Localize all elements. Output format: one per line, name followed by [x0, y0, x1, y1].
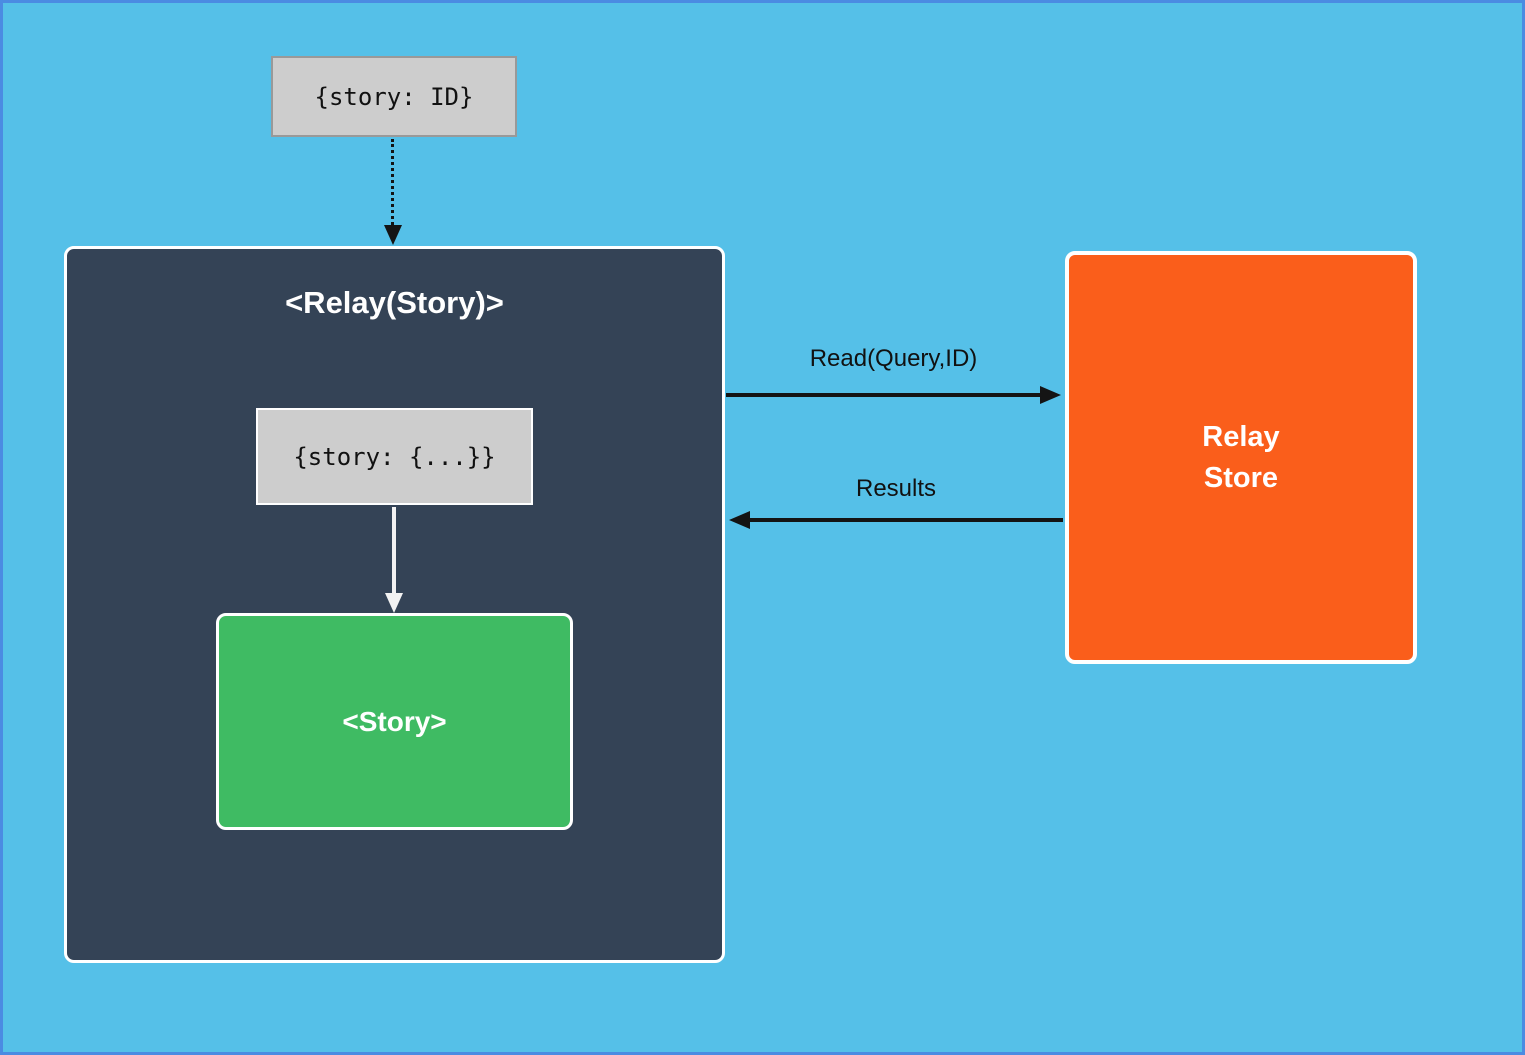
- arrow-right-icon: [1040, 386, 1061, 404]
- read-query-arrow-line: [726, 393, 1042, 397]
- story-component-node: <Story>: [216, 613, 573, 830]
- relay-store-node: Relay Store: [1065, 251, 1417, 664]
- arrow-down-icon: [385, 593, 403, 613]
- relay-store-label: Relay Store: [1202, 420, 1280, 494]
- story-id-node: {story: ID}: [271, 56, 517, 137]
- arrow-left-icon: [729, 511, 750, 529]
- story-component-label: <Story>: [342, 705, 447, 737]
- story-props-node: {story: {...}}: [256, 408, 533, 505]
- relay-story-container: <Relay(Story)> {story: {...}} <Story>: [64, 246, 725, 963]
- story-id-label: {story: ID}: [314, 82, 474, 111]
- story-props-label: {story: {...}}: [293, 442, 496, 471]
- props-to-story-arrow-line: [392, 507, 396, 593]
- arrow-down-icon: [384, 225, 402, 245]
- id-to-relay-arrow-line: [391, 139, 394, 225]
- relay-story-title: <Relay(Story)>: [285, 285, 504, 320]
- read-query-edge-label: Read(Query,ID): [809, 345, 978, 372]
- results-edge-label: Results: [855, 475, 937, 502]
- results-arrow-line: [748, 518, 1063, 522]
